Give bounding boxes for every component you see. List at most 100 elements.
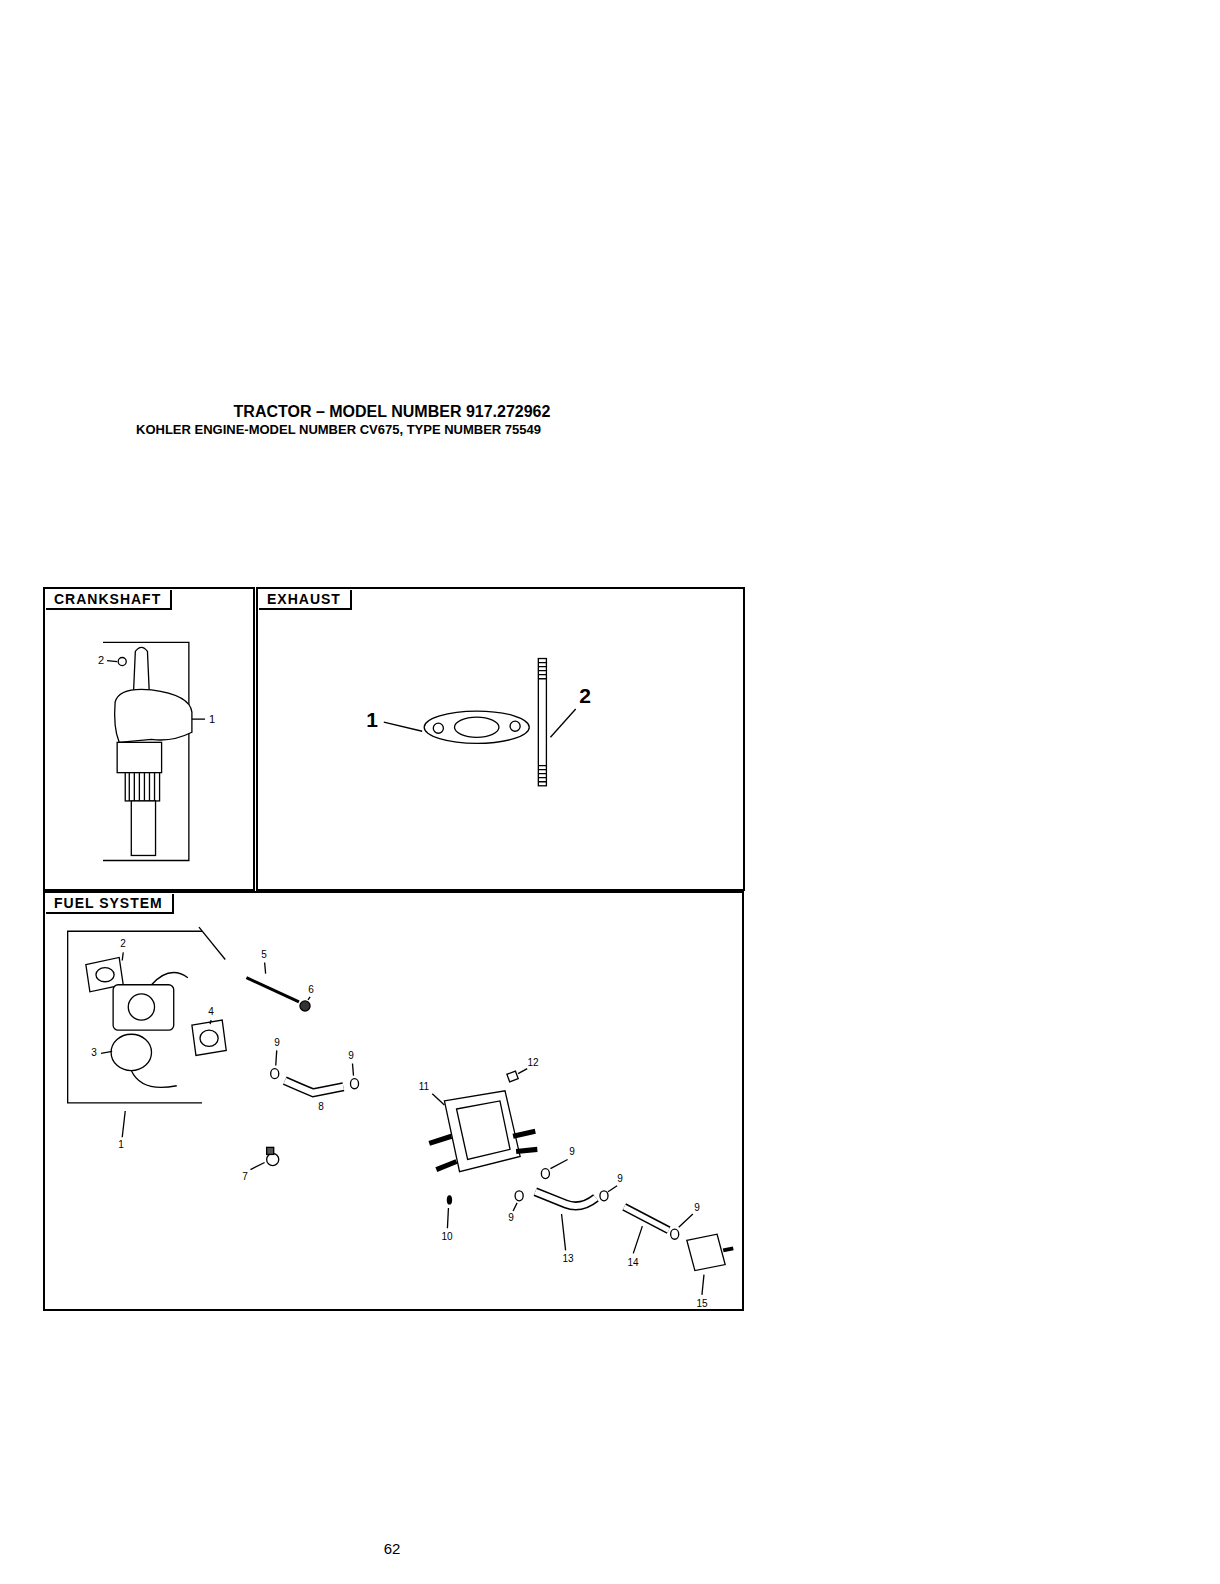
exhaust-drawing	[433, 723, 443, 733]
fuel-system-drawing	[131, 1071, 176, 1088]
fuel-system-drawing	[444, 1091, 520, 1172]
callout-number: 9	[617, 1174, 623, 1184]
fuel-system-drawing	[352, 1064, 353, 1076]
fuel-system-drawing	[111, 1034, 151, 1070]
callout-number: 3	[91, 1048, 97, 1058]
callout-number: 9	[348, 1051, 354, 1061]
fuel-system-drawing	[513, 1203, 517, 1211]
fuel-system-drawing	[152, 973, 188, 985]
fuel-system-drawing	[515, 1191, 523, 1201]
exhaust-drawing	[538, 663, 546, 782]
crankshaft-drawing	[103, 642, 189, 860]
fuel-system-drawing	[679, 1214, 693, 1227]
crankshaft-drawing	[103, 642, 205, 860]
section-panel: EXHAUST	[256, 587, 745, 891]
page-title: TRACTOR – MODEL NUMBER 917.272962	[0, 403, 784, 421]
fuel-system-drawing	[265, 963, 266, 974]
crankshaft-drawing	[131, 801, 155, 856]
fuel-system-drawing	[447, 1196, 451, 1204]
fuel-system-drawing	[68, 931, 202, 1103]
fuel-system-drawing	[671, 1229, 679, 1239]
fuel-system-drawing	[101, 1051, 112, 1053]
fuel-system-drawing	[285, 1081, 344, 1093]
fuel-system-drawing	[535, 1192, 596, 1206]
fuel-system-drawing	[250, 1163, 264, 1170]
crankshaft-drawing	[192, 718, 205, 719]
callout-number: 8	[318, 1102, 324, 1112]
callout-number: 5	[261, 950, 267, 960]
exhaust-drawing	[538, 659, 546, 786]
exhaust-drawing	[384, 722, 422, 731]
section-panel: FUEL SYSTEM	[43, 891, 744, 1311]
exhaust-drawing	[424, 711, 529, 743]
fuel-system-drawing	[300, 1001, 310, 1011]
fuel-system-drawing	[600, 1191, 608, 1201]
callout-number: 2	[120, 939, 126, 949]
fuel-system-drawing	[267, 1153, 279, 1165]
callout-number: 15	[696, 1299, 707, 1309]
section-heading: EXHAUST	[259, 590, 352, 610]
fuel-system-drawing	[562, 1214, 566, 1250]
section-heading: CRANKSHAFT	[46, 590, 172, 610]
fuel-system-drawing	[608, 1186, 617, 1192]
callout-number: 1	[118, 1140, 124, 1150]
exhaust-drawing	[384, 659, 576, 786]
callout-number: 13	[562, 1254, 573, 1264]
callout-number: 10	[441, 1232, 452, 1242]
fuel-system-drawing	[271, 1069, 279, 1079]
fuel-system-drawing	[624, 1207, 668, 1230]
subtitle: KOHLER ENGINE-MODEL NUMBER CV675, TYPE N…	[136, 423, 541, 436]
fuel-system-drawing	[267, 1147, 274, 1154]
callout-number: 9	[569, 1147, 575, 1157]
callout-number: 9	[508, 1213, 514, 1223]
callout-number: 7	[242, 1172, 248, 1182]
fuel-system-drawing	[633, 1226, 642, 1253]
callout-number: 4	[208, 1007, 214, 1017]
callout-number: 6	[308, 985, 314, 995]
fuel-system-drawing	[122, 1111, 125, 1137]
fuel-system-drawing	[308, 997, 310, 1000]
callout-number: 1	[209, 714, 215, 725]
fuel-system-drawing	[192, 1020, 226, 1055]
fuel-system-drawing	[68, 927, 734, 1295]
fuel-system-drawing	[447, 1208, 448, 1228]
fuel-system-drawing	[432, 1094, 444, 1105]
fuel-system-drawing	[200, 1030, 218, 1046]
crankshaft-drawing	[125, 773, 159, 801]
fuel-system-drawing	[96, 968, 114, 982]
crankshaft-drawing	[118, 658, 126, 666]
callout-number: 1	[366, 709, 378, 730]
exhaust-drawing	[510, 721, 520, 731]
fuel-system-drawing	[113, 985, 174, 1030]
fuel-system-drawing	[702, 1275, 704, 1295]
fuel-system-drawing	[128, 994, 154, 1020]
callout-number: 12	[527, 1058, 538, 1068]
page-number: 62	[384, 1541, 401, 1556]
crankshaft-drawing	[107, 661, 117, 662]
fuel-system-drawing	[350, 1079, 358, 1089]
fuel-system-drawing	[518, 1069, 527, 1074]
callout-number: 9	[274, 1038, 280, 1048]
exhaust-drawing	[550, 709, 575, 737]
callout-number: 11	[419, 1082, 429, 1092]
fuel-system-drawing	[457, 1101, 511, 1160]
fuel-system-drawing	[285, 1081, 344, 1093]
callout-number: 9	[694, 1203, 700, 1213]
fuel-system-drawing	[535, 1192, 596, 1206]
fuel-system-drawing	[246, 978, 299, 1002]
crankshaft-drawing	[115, 689, 192, 742]
fuel-system-drawing	[199, 927, 225, 959]
fuel-system-drawing	[429, 1131, 537, 1169]
callout-number: 14	[627, 1258, 638, 1268]
section-heading: FUEL SYSTEM	[46, 894, 174, 914]
fuel-system-drawing	[122, 952, 123, 960]
parts-illustration	[68, 642, 734, 1294]
callout-number: 2	[579, 685, 591, 706]
crankshaft-drawing	[117, 742, 161, 772]
fuel-system-drawing	[624, 1207, 668, 1230]
exhaust-drawing	[455, 717, 499, 737]
section-panel: CRANKSHAFT	[43, 587, 255, 891]
